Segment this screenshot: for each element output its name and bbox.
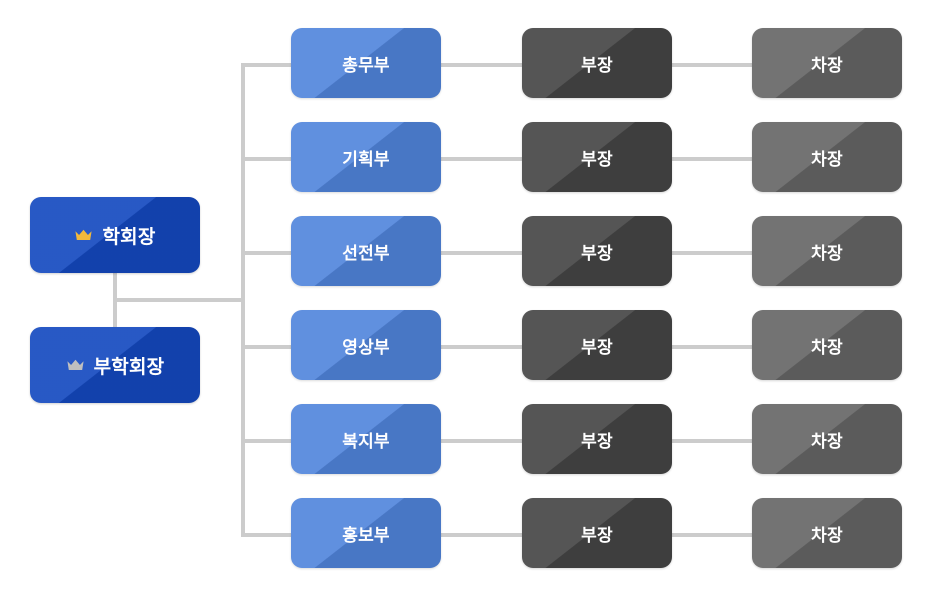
connector-department-to-manager bbox=[439, 439, 524, 443]
node-department[interactable]: 기획부 bbox=[291, 122, 441, 192]
connector-department-to-manager bbox=[439, 345, 524, 349]
connector-vicepresident-down bbox=[113, 300, 117, 329]
connector-department-to-manager bbox=[439, 533, 524, 537]
node-department[interactable]: 선전부 bbox=[291, 216, 441, 286]
connector-manager-to-deputy bbox=[670, 533, 754, 537]
connector-manager-to-deputy bbox=[670, 439, 754, 443]
manager-label: 부장 bbox=[581, 55, 613, 75]
node-vice-president[interactable]: 부학회장 bbox=[30, 327, 200, 403]
manager-label: 부장 bbox=[581, 243, 613, 263]
deputy-label: 차장 bbox=[811, 525, 843, 545]
node-manager[interactable]: 부장 bbox=[522, 122, 672, 192]
deputy-label: 차장 bbox=[811, 55, 843, 75]
manager-label: 부장 bbox=[581, 525, 613, 545]
department-label: 영상부 bbox=[342, 337, 390, 357]
node-deputy[interactable]: 차장 bbox=[752, 498, 902, 568]
node-department[interactable]: 복지부 bbox=[291, 404, 441, 474]
node-president[interactable]: 학회장 bbox=[30, 197, 200, 273]
connector-spine-to-department bbox=[241, 439, 293, 443]
manager-label: 부장 bbox=[581, 431, 613, 451]
department-label: 총무부 bbox=[342, 55, 390, 75]
deputy-label: 차장 bbox=[811, 337, 843, 357]
node-deputy[interactable]: 차장 bbox=[752, 216, 902, 286]
connector-executive-trunk bbox=[113, 298, 245, 302]
manager-label: 부장 bbox=[581, 337, 613, 357]
department-label: 홍보부 bbox=[342, 525, 390, 545]
president-label: 학회장 bbox=[102, 226, 156, 248]
crown-icon bbox=[66, 358, 85, 372]
connector-manager-to-deputy bbox=[670, 157, 754, 161]
department-label: 복지부 bbox=[342, 431, 390, 451]
node-deputy[interactable]: 차장 bbox=[752, 310, 902, 380]
connector-department-spine bbox=[241, 63, 245, 537]
connector-spine-to-department bbox=[241, 345, 293, 349]
deputy-label: 차장 bbox=[811, 431, 843, 451]
crown-icon bbox=[74, 228, 93, 242]
connector-spine-to-department bbox=[241, 63, 293, 67]
node-deputy[interactable]: 차장 bbox=[752, 404, 902, 474]
connector-department-to-manager bbox=[439, 157, 524, 161]
deputy-label: 차장 bbox=[811, 149, 843, 169]
connector-manager-to-deputy bbox=[670, 63, 754, 67]
node-department[interactable]: 총무부 bbox=[291, 28, 441, 98]
node-manager[interactable]: 부장 bbox=[522, 310, 672, 380]
connector-president-down bbox=[113, 273, 117, 302]
manager-label: 부장 bbox=[581, 149, 613, 169]
connector-department-to-manager bbox=[439, 63, 524, 67]
node-manager[interactable]: 부장 bbox=[522, 216, 672, 286]
node-manager[interactable]: 부장 bbox=[522, 28, 672, 98]
vice-president-label: 부학회장 bbox=[93, 356, 165, 378]
node-department[interactable]: 홍보부 bbox=[291, 498, 441, 568]
connector-manager-to-deputy bbox=[670, 345, 754, 349]
node-manager[interactable]: 부장 bbox=[522, 404, 672, 474]
connector-spine-to-department bbox=[241, 533, 293, 537]
connector-spine-to-department bbox=[241, 157, 293, 161]
node-department[interactable]: 영상부 bbox=[291, 310, 441, 380]
deputy-label: 차장 bbox=[811, 243, 843, 263]
connector-manager-to-deputy bbox=[670, 251, 754, 255]
node-deputy[interactable]: 차장 bbox=[752, 28, 902, 98]
connector-spine-to-department bbox=[241, 251, 293, 255]
department-label: 선전부 bbox=[342, 243, 390, 263]
node-manager[interactable]: 부장 bbox=[522, 498, 672, 568]
node-deputy[interactable]: 차장 bbox=[752, 122, 902, 192]
connector-department-to-manager bbox=[439, 251, 524, 255]
department-label: 기획부 bbox=[342, 149, 390, 169]
